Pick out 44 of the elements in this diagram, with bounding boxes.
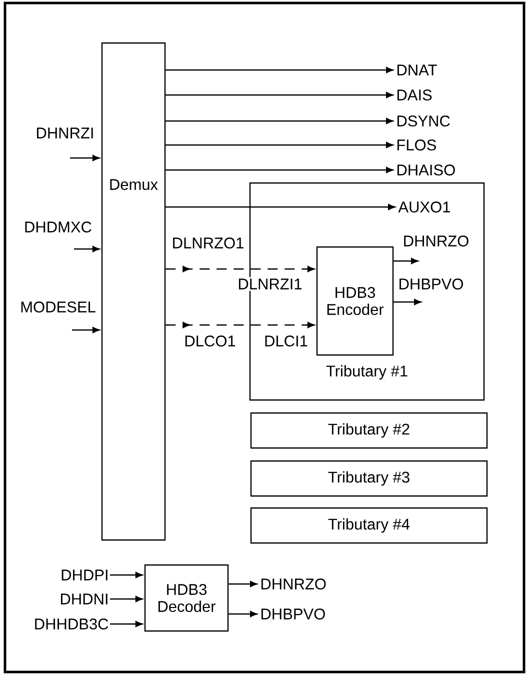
arrow <box>166 66 394 74</box>
signal-label: DHNRZO <box>404 236 468 246</box>
arrow <box>70 154 100 162</box>
signal-label: DAIS <box>397 90 432 100</box>
edge-label: DLNRZO1 <box>170 236 246 250</box>
arrow <box>166 118 394 124</box>
arrow <box>166 266 315 272</box>
arrow <box>110 596 143 602</box>
arrow <box>166 92 394 98</box>
signal-label: DNAT <box>397 64 437 76</box>
signal-label: DHHDB3C <box>35 618 108 630</box>
arrow <box>166 322 315 328</box>
signal-label: AUXO1 <box>398 202 450 212</box>
pin-label: DLCI1 <box>262 334 310 348</box>
signal-label: DHNRZI <box>37 128 93 138</box>
arrow <box>228 610 258 618</box>
arrow <box>394 258 418 264</box>
signal-label: DHBPVO <box>400 278 463 290</box>
signal-label: DHDMXC <box>25 222 92 232</box>
decoder-block: HDB3 Decoder <box>144 564 229 632</box>
signal-label: DHDPI <box>62 570 108 580</box>
arrow <box>394 298 422 306</box>
tributary-box: Tributary #3 <box>250 460 488 497</box>
arrow <box>228 580 258 588</box>
signal-label: DHAISO <box>397 164 455 176</box>
arrow <box>72 326 100 334</box>
signal-label: FLOS <box>397 140 436 150</box>
signal-label: DHDNI <box>61 594 108 604</box>
arrow <box>110 572 143 578</box>
signal-label: DSYNC <box>397 116 450 126</box>
demux-block: Demux <box>101 42 166 541</box>
edge-label: DLCO1 <box>182 334 238 348</box>
encoder-block: HDB3 Encoder <box>316 246 394 356</box>
arrow <box>110 620 143 628</box>
pin-label: DLNRZI1 <box>236 277 304 291</box>
arrow <box>166 166 394 174</box>
tributary-box: Tributary #4 <box>250 507 488 544</box>
arrow <box>166 204 396 210</box>
signal-label: DHBPVO <box>261 608 325 620</box>
signal-label: DHNRZO <box>261 578 326 590</box>
tributary-box: Tributary #2 <box>250 412 488 449</box>
arrow <box>166 142 394 148</box>
signal-label: MODESEL <box>21 302 96 312</box>
arrow <box>74 246 100 252</box>
